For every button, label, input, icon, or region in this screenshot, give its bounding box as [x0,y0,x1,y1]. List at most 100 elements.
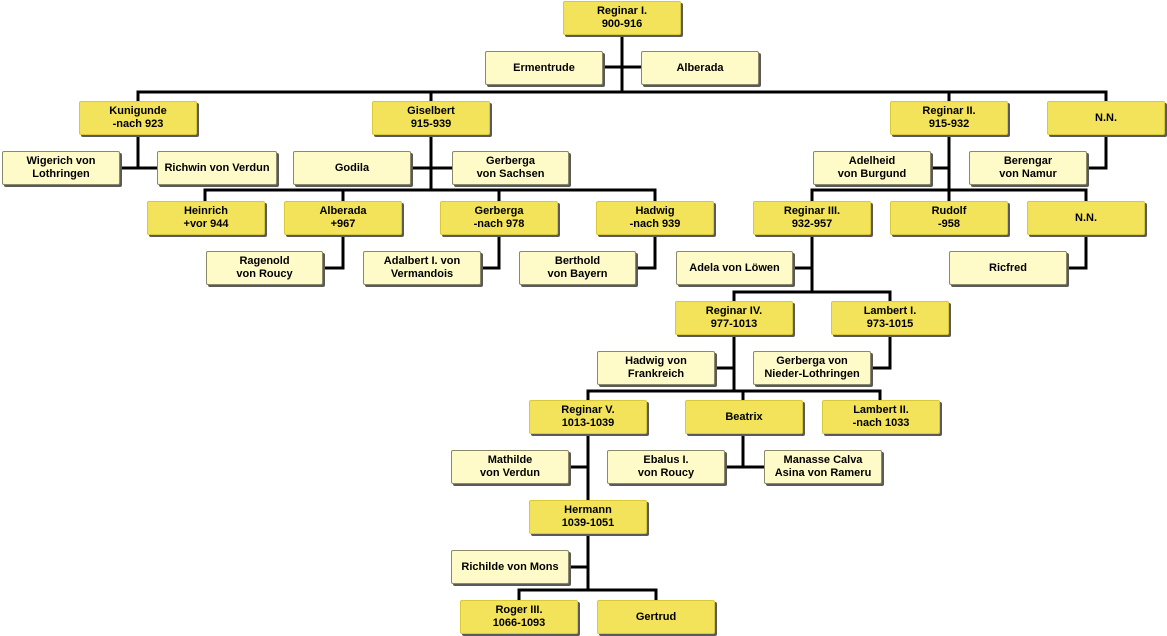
person-name: Ermentrude [513,61,575,74]
person-name: Lambert I. [863,305,917,317]
person-kunigunde: Kunigunde-nach 923 [79,101,197,135]
person-name-line2: von Namur [999,168,1057,180]
person-name: Ragenold [239,255,290,267]
person-beatrix: Beatrix [685,400,803,434]
person-name-line2: Asina von Rameru [774,467,872,479]
spouse-richilde: Richilde von Mons [451,550,569,584]
person-name-line2: Vermandois [390,268,454,280]
person-dates: -nach 923 [112,118,164,130]
person-name-line2: Nieder-Lothringen [764,368,860,380]
person-name: Rudolf [931,205,967,217]
person-name: Berengar [1003,155,1053,167]
person-gertrud: Gertrud [597,600,715,634]
person-dates: -958 [937,218,961,230]
person-name: Wigerich von [26,155,96,167]
person-name: Ricfred [989,261,1027,274]
spouse-ermentrude: Ermentrude [485,51,603,85]
person-name: Berthold [554,255,601,267]
spouse-ebalus: Ebalus I.von Roucy [607,450,725,484]
spouse-godila: Godila [293,151,411,185]
spouse-alberada: Alberada [641,51,759,85]
person-dates: -nach 1033 [852,417,910,429]
person-name: Reginar IV. [705,305,763,317]
spouse-richwin: Richwin von Verdun [157,151,277,185]
person-nn-2: N.N. [1027,201,1145,235]
person-name-line2: von Bayern [547,268,608,280]
person-reginar-3: Reginar III.932-957 [753,201,871,235]
person-name: Gertrud [635,610,677,623]
person-gerberga-2: Gerberga-nach 978 [440,201,558,235]
person-alberada-2: Alberada+967 [284,201,402,235]
person-hadwig-1: Hadwig-nach 939 [596,201,714,235]
person-name-line2: von Roucy [637,467,695,479]
person-dates: 915-932 [928,118,970,130]
spouse-ricfred: Ricfred [949,251,1067,285]
person-name-line2: Frankreich [627,368,685,380]
person-name: Roger III. [495,604,543,616]
person-name: Reginar I. [596,5,648,17]
person-lambert-2: Lambert II.-nach 1033 [822,400,940,434]
person-name: Lambert II. [853,404,909,416]
person-dates: 1013-1039 [561,417,615,429]
person-nn-1: N.N. [1047,101,1165,135]
person-name: Reginar III. [783,205,841,217]
person-dates: +967 [330,218,356,230]
person-name: Mathilde [487,454,533,466]
person-name: Heinrich [183,205,228,217]
person-reginar-1: Reginar I.900-916 [563,1,681,35]
person-name: Richwin von Verdun [164,161,270,174]
person-name: Hadwig [635,205,675,217]
person-name: N.N. [1075,211,1097,224]
person-name: Hermann [564,504,612,516]
person-name: Gerberga [474,205,524,217]
person-name: Alberada [676,61,724,74]
person-dates: 1066-1093 [492,617,546,629]
person-name: Giselbert [407,105,455,117]
person-reginar-2: Reginar II.915-932 [890,101,1008,135]
person-name-line2: von Roucy [236,268,293,280]
person-dates: -nach 939 [629,218,681,230]
spouse-adela: Adela von Löwen [676,251,793,285]
person-dates: 1039-1051 [561,517,615,529]
person-dates: 977-1013 [710,318,758,330]
person-dates: 973-1015 [866,318,914,330]
person-name-line2: von Verdun [480,467,540,479]
person-name: Hadwig von [625,355,687,367]
person-name-line2: von Sachsen [476,168,545,180]
person-name: Manasse Calva [783,454,863,466]
person-name-line2: von Burgund [837,168,907,180]
person-name: Gerberga von [776,355,848,367]
person-name: N.N. [1095,111,1117,124]
person-dates: -nach 978 [473,218,525,230]
person-rudolf: Rudolf-958 [890,201,1008,235]
person-name: Gerberga [486,155,535,167]
person-name: Adela von Löwen [689,261,780,274]
person-name-line2: Lothringen [32,168,90,180]
person-dates: 932-957 [791,218,833,230]
person-name: Kunigunde [109,105,167,117]
person-reginar-5: Reginar V.1013-1039 [529,400,647,434]
person-name: Godila [334,161,370,174]
person-name: Reginar V. [561,404,615,416]
person-heinrich: Heinrich+vor 944 [147,201,265,235]
person-name: Adelheid [848,155,896,167]
person-dates: +vor 944 [183,218,229,230]
person-name: Ebalus I. [643,454,689,466]
person-dates: 915-939 [410,118,452,130]
person-name: Beatrix [725,410,763,423]
person-lambert-1: Lambert I.973-1015 [831,301,949,335]
